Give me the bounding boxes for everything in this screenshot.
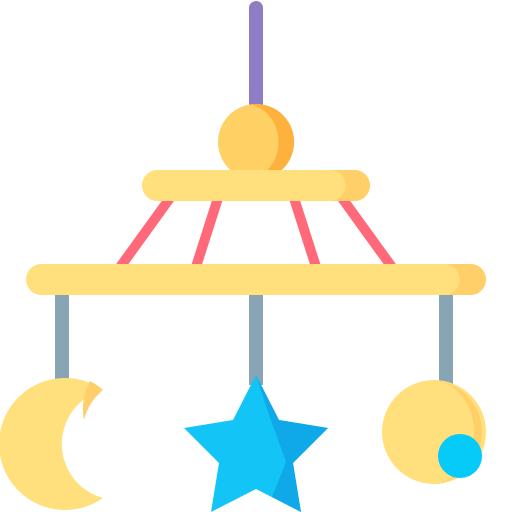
star-ornament <box>184 375 328 512</box>
support-string <box>337 193 399 275</box>
ball-ornament <box>382 380 486 484</box>
hangers <box>55 292 453 385</box>
support-string <box>289 193 322 275</box>
support-strings <box>113 193 399 275</box>
upper-bar <box>142 170 370 201</box>
support-string <box>190 193 223 275</box>
top-knob <box>218 104 295 180</box>
ball-dot <box>438 434 482 478</box>
support-string <box>113 193 175 275</box>
lower-bar <box>26 264 486 295</box>
moon-ornament <box>0 378 103 510</box>
